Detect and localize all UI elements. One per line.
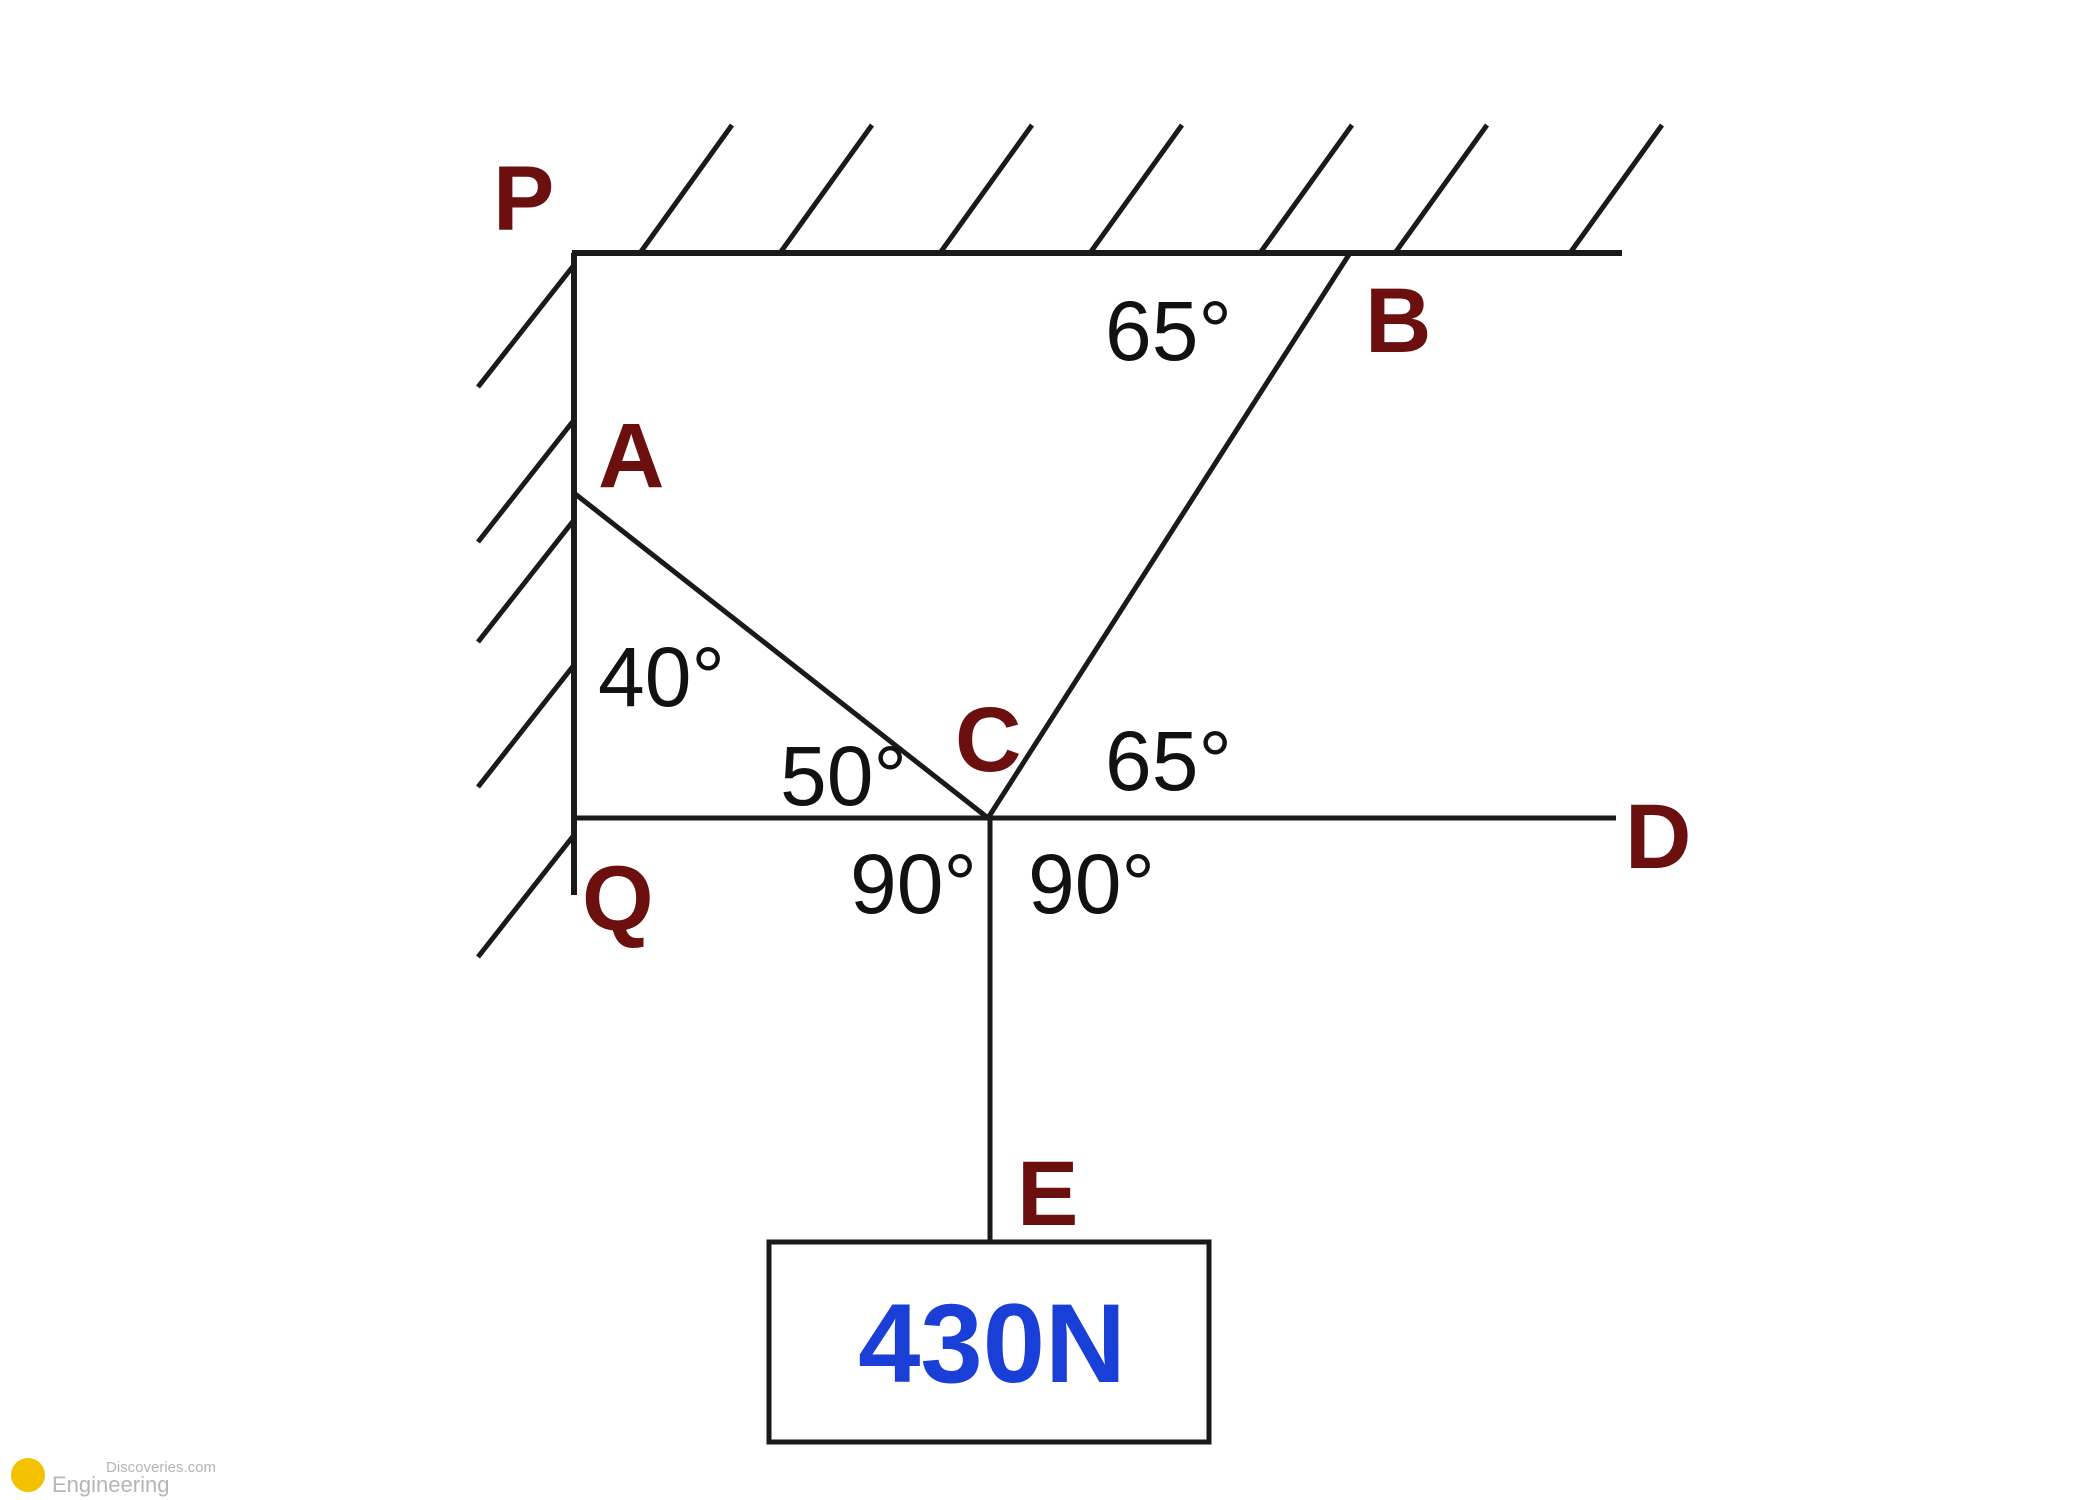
ceiling-hatch-tick xyxy=(637,123,735,255)
angle-label-c-cd: 65° xyxy=(1105,714,1232,808)
wall-hatching xyxy=(476,263,576,959)
angle-label-b: 65° xyxy=(1105,284,1232,378)
point-label-p: P xyxy=(493,148,554,250)
watermark: Discoveries.com Engineering xyxy=(11,1458,216,1497)
angle-label-c-right: 90° xyxy=(1028,837,1155,931)
wall-hatch-tick xyxy=(476,418,576,544)
ceiling-hatch-tick xyxy=(1392,123,1490,255)
angle-label-a: 40° xyxy=(598,630,725,724)
point-label-b: B xyxy=(1365,270,1431,372)
ceiling-hatch-tick xyxy=(1087,123,1185,255)
watermark-line2: Engineering xyxy=(52,1472,169,1497)
wall-hatch-tick xyxy=(476,518,576,644)
point-label-c: C xyxy=(955,689,1021,791)
point-label-q: Q xyxy=(582,848,654,950)
load-label: 430N xyxy=(858,1281,1126,1406)
point-label-d: D xyxy=(1625,786,1691,888)
wall-hatch-tick xyxy=(476,833,576,959)
angle-label-c-left: 90° xyxy=(850,837,977,931)
watermark-logo-icon xyxy=(11,1458,45,1492)
wall-support xyxy=(476,253,577,959)
point-label-e: E xyxy=(1017,1143,1078,1245)
ceiling-hatching xyxy=(637,123,1665,255)
point-label-a: A xyxy=(598,405,664,507)
watermark-line1: Discoveries.com xyxy=(106,1459,216,1476)
ceiling-hatch-tick xyxy=(937,123,1035,255)
member-ac xyxy=(572,491,990,820)
ceiling-hatch-tick xyxy=(1567,123,1665,255)
load-box xyxy=(766,1239,1212,1445)
wall-hatch-tick xyxy=(476,263,576,389)
ceiling-support xyxy=(572,123,1665,256)
wall-hatch-tick xyxy=(476,663,576,789)
member-bc xyxy=(985,251,1353,820)
angle-label-c-ac: 50° xyxy=(780,729,907,823)
ceiling-hatch-tick xyxy=(777,123,875,255)
ceiling-hatch-tick xyxy=(1257,123,1355,255)
